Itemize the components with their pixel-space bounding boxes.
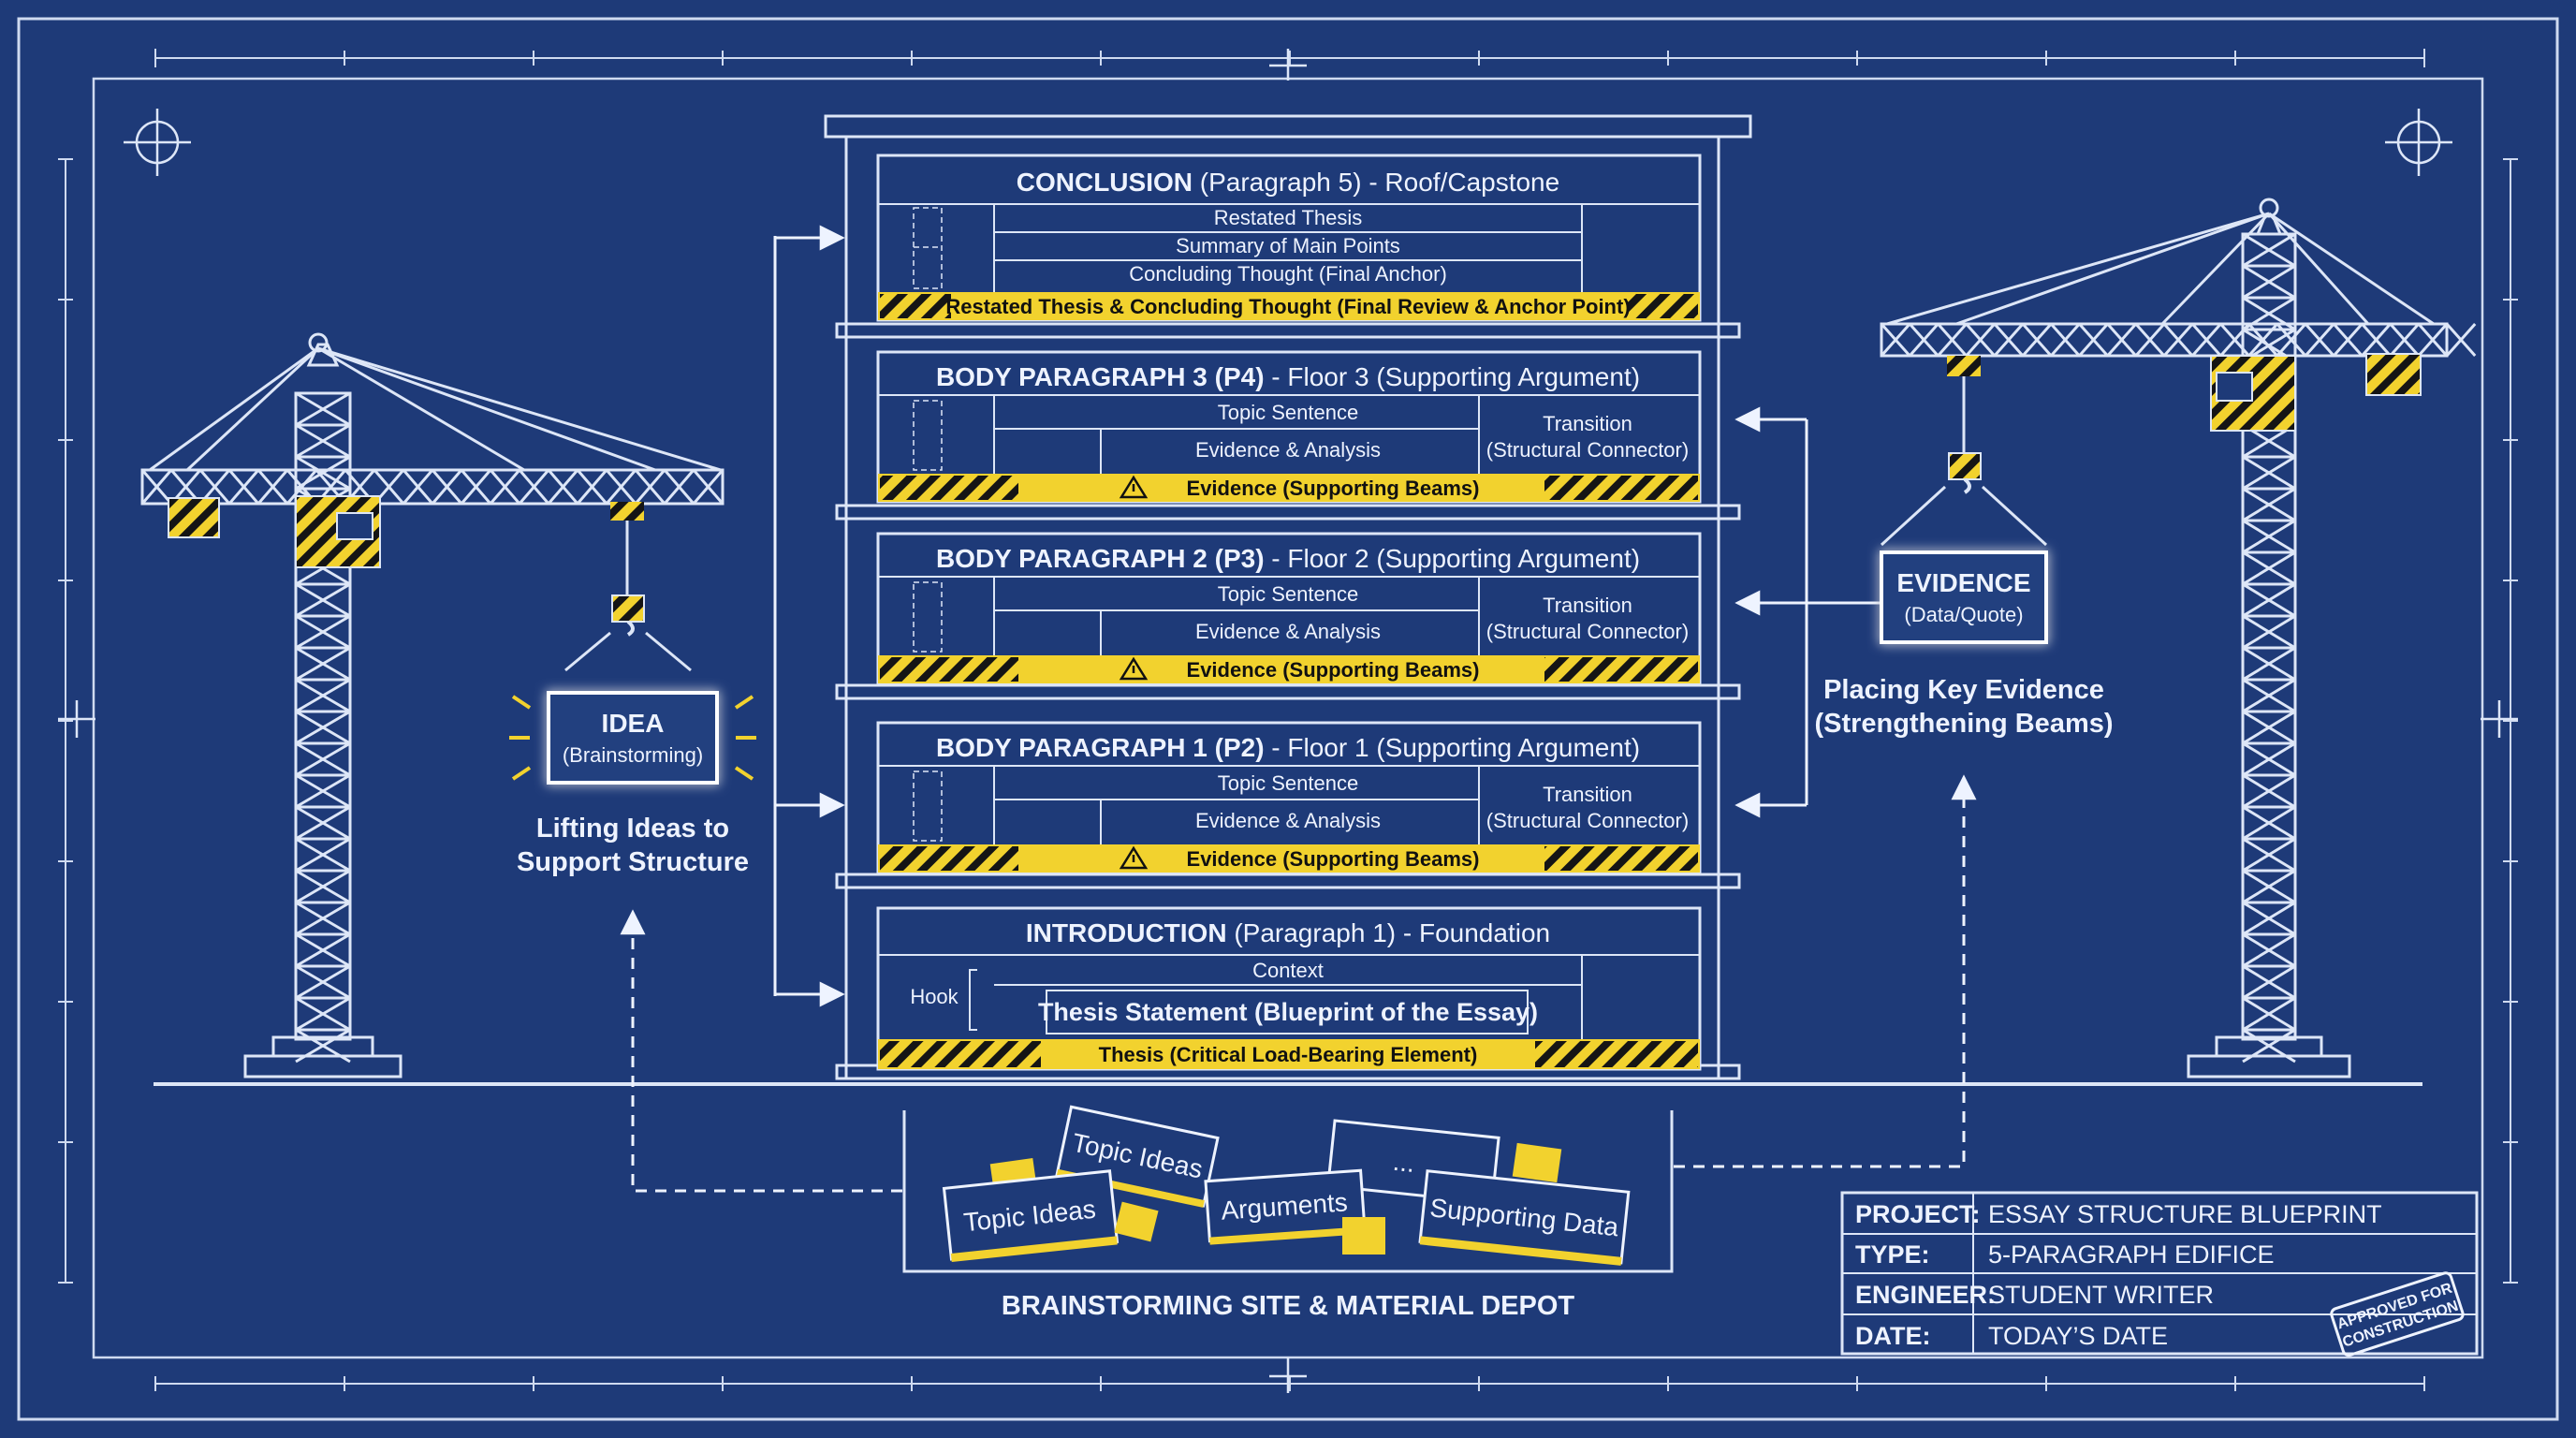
warning-icon <box>1119 845 1149 870</box>
type-label: TYPE: <box>1855 1240 1930 1269</box>
body1-floor: BODY PARAGRAPH 1 (P2) - Floor 1 (Support… <box>876 721 1702 874</box>
body1-structural-connector: (Structural Connector) <box>1486 809 1689 832</box>
summary-line: Summary of Main Points <box>1176 234 1400 257</box>
thesis-band-label: Thesis (Critical Load-Bearing Element) <box>1099 1043 1478 1066</box>
hook-label: Hook <box>910 985 959 1008</box>
evidence-cargo: EVIDENCE (Data/Quote) Placing Key Eviden… <box>1814 550 2114 739</box>
right-connector-arrows <box>1734 406 1881 818</box>
body-paragraph-floors: BODY PARAGRAPH 3 (P4) - Floor 3 (Support… <box>876 350 1702 874</box>
evidence-caption-line-2: (Strengthening Beams) <box>1814 709 2113 739</box>
depot-material-cards: Topic Ideas ... Topic Ideas Arguments <box>942 1105 1631 1266</box>
context-label: Context <box>1252 959 1324 982</box>
left-tower-crane <box>140 332 724 1078</box>
thesis-statement: Thesis Statement (Blueprint of the Essay… <box>1038 998 1538 1026</box>
right-tower-crane <box>1880 198 2477 1078</box>
body1-topic-sentence: Topic Sentence <box>1218 771 1358 795</box>
body2-evidence-analysis: Evidence & Analysis <box>1195 620 1381 643</box>
engineer-value: STUDENT WRITER <box>1988 1281 2214 1309</box>
idea-cargo: IDEA (Brainstorming) Lifting Ideas to Su… <box>509 691 756 877</box>
concluding-thought-line: Concluding Thought (Final Anchor) <box>1129 262 1447 286</box>
body2-transition: Transition <box>1543 594 1632 617</box>
dashed-supply-paths <box>620 774 1977 1193</box>
body3-evidence-analysis: Evidence & Analysis <box>1195 438 1381 462</box>
evidence-caption-line-1: Placing Key Evidence <box>1823 675 2104 705</box>
body3-structural-connector: (Structural Connector) <box>1486 438 1689 462</box>
engineer-label: ENGINEER: <box>1855 1281 1996 1309</box>
body3-title: BODY PARAGRAPH 3 (P4) - Floor 3 (Support… <box>936 362 1640 391</box>
body2-title: BODY PARAGRAPH 2 (P3) - Floor 2 (Support… <box>936 544 1640 573</box>
warning-icon <box>1119 656 1149 681</box>
body2-band-label: Evidence (Supporting Beams) <box>1187 658 1480 682</box>
title-block: PROJECT: ESSAY STRUCTURE BLUEPRINT TYPE:… <box>1840 1191 2479 1357</box>
restated-thesis-line: Restated Thesis <box>1214 206 1363 229</box>
body1-band-label: Evidence (Supporting Beams) <box>1187 847 1480 871</box>
body2-topic-sentence: Topic Sentence <box>1218 582 1358 606</box>
idea-subtitle: (Brainstorming) <box>563 743 703 767</box>
conclusion-title: CONCLUSION (Paragraph 5) - Roof/Capstone <box>1017 168 1559 197</box>
body2-structural-connector: (Structural Connector) <box>1486 620 1689 643</box>
body3-transition: Transition <box>1543 412 1632 435</box>
registration-marks <box>58 49 2518 1393</box>
date-value: TODAY’S DATE <box>1988 1322 2168 1350</box>
introduction-floor: INTRODUCTION (Paragraph 1) - Foundation … <box>876 906 1702 1071</box>
left-connector-arrows <box>773 225 845 1007</box>
depot-card-ellipsis: ... <box>1392 1147 1416 1178</box>
right-crane-trolley <box>1947 356 1981 376</box>
right-crane-hook-block <box>1948 452 1982 480</box>
evidence-subtitle: (Data/Quote) <box>1904 603 2023 626</box>
idea-title: IDEA <box>602 709 665 738</box>
body1-title: BODY PARAGRAPH 1 (P2) - Floor 1 (Support… <box>936 733 1640 762</box>
left-crane-counterweight <box>168 497 220 538</box>
frame-ruler-ticks <box>58 51 2518 1391</box>
introduction-title: INTRODUCTION (Paragraph 1) - Foundation <box>1026 918 1550 947</box>
body3-floor: BODY PARAGRAPH 3 (P4) - Floor 3 (Support… <box>876 350 1702 504</box>
right-crane-counterweight <box>2365 353 2422 396</box>
body2-floor: BODY PARAGRAPH 2 (P3) - Floor 2 (Support… <box>876 532 1702 685</box>
idea-glow-rays <box>509 695 756 781</box>
conclusion-band-label: Restated Thesis & Concluding Thought (Fi… <box>945 295 1630 318</box>
material-depot: Topic Ideas ... Topic Ideas Arguments <box>902 1105 1674 1321</box>
body1-evidence-analysis: Evidence & Analysis <box>1195 809 1381 832</box>
project-value: ESSAY STRUCTURE BLUEPRINT <box>1988 1200 2382 1228</box>
body1-transition: Transition <box>1543 783 1632 806</box>
evidence-title: EVIDENCE <box>1896 568 2030 597</box>
left-crane-trolley <box>610 502 644 521</box>
depot-title: BRAINSTORMING SITE & MATERIAL DEPOT <box>1002 1291 1575 1321</box>
body3-topic-sentence: Topic Sentence <box>1218 401 1358 424</box>
warning-icon <box>1119 475 1149 499</box>
left-crane-hook-block <box>611 594 645 623</box>
body3-band-label: Evidence (Supporting Beams) <box>1187 477 1480 500</box>
type-value: 5-PARAGRAPH EDIFICE <box>1988 1240 2275 1269</box>
idea-caption-line-1: Lifting Ideas to <box>536 814 729 844</box>
idea-caption-line-2: Support Structure <box>517 847 749 877</box>
essay-building <box>824 114 1752 1080</box>
project-label: PROJECT: <box>1855 1200 1981 1228</box>
conclusion-floor: CONCLUSION (Paragraph 5) - Roof/Capstone… <box>876 154 1702 322</box>
date-label: DATE: <box>1855 1322 1931 1350</box>
